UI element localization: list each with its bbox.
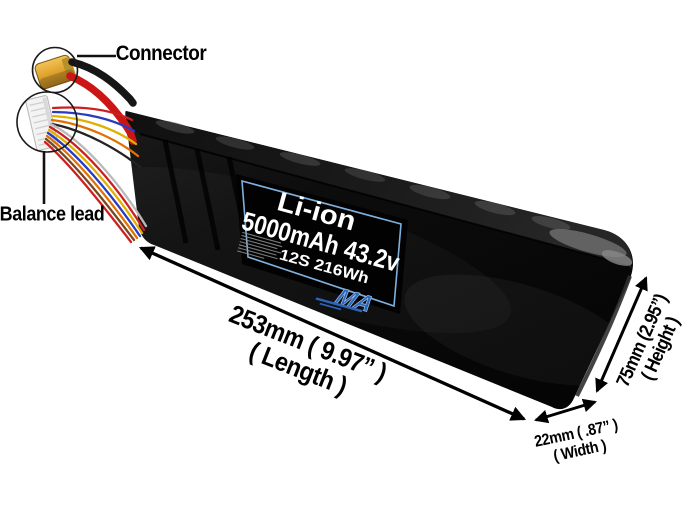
width-arrow: [534, 398, 597, 424]
height-arrow: [595, 276, 648, 393]
wire-black: [68, 58, 137, 107]
balance-wires-upper: [50, 106, 142, 169]
wire-red: [66, 72, 137, 145]
xt60-connector: [34, 54, 76, 90]
balance-wires-ribbon: [43, 122, 148, 244]
battery-top-ridge: [139, 133, 617, 263]
balance-callout-circle: [16, 91, 78, 153]
top-face-highlights: [155, 120, 633, 266]
length-arrow: [138, 246, 527, 421]
power-wires: [66, 58, 137, 145]
connector-label: Connector: [115, 42, 207, 65]
battery-top-face: [126, 111, 632, 268]
balance-lead-label: Balance lead: [0, 203, 105, 226]
